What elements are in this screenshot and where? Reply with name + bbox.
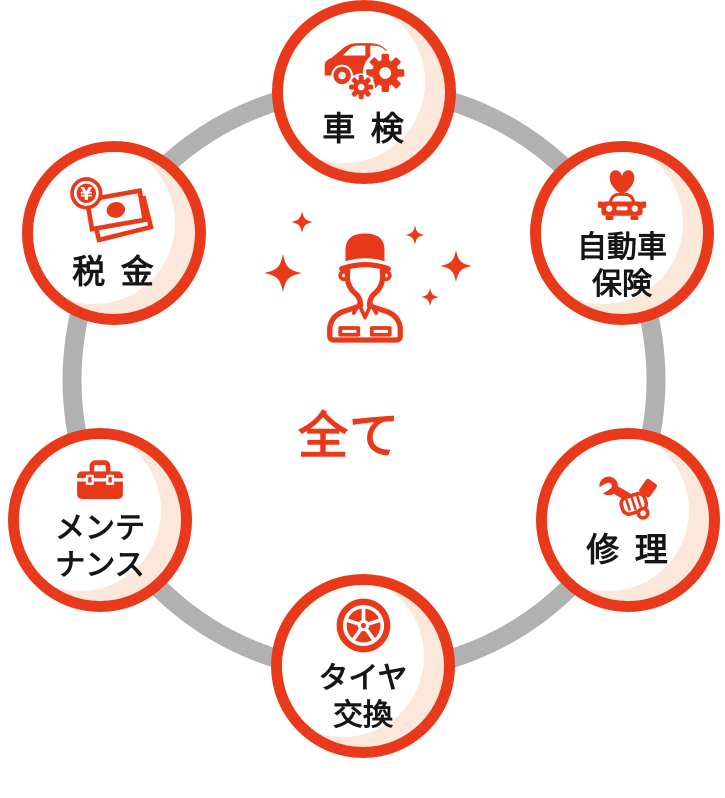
- node-label: タイヤ 交換: [318, 661, 408, 733]
- toolbox-icon: [77, 460, 123, 500]
- node-label: 税 金: [72, 252, 156, 292]
- car-gears-icon: [324, 43, 408, 102]
- wrench-hand-icon: [595, 477, 658, 521]
- node-maintenance: メンテ ナンス: [8, 428, 192, 612]
- mechanic-icon: [327, 233, 403, 343]
- node-label: 修 理: [586, 530, 670, 570]
- sparkle-icons: [264, 211, 472, 306]
- node-tax: ¥ 税 金: [22, 141, 206, 325]
- node-circle: 車 検: [283, 11, 445, 173]
- node-circle: ¥ 税 金: [33, 152, 195, 314]
- node-tire-change: タイヤ 交換: [271, 574, 455, 758]
- node-repair: 修 理: [536, 428, 720, 612]
- yen-symbol: ¥: [80, 185, 92, 205]
- money-coin-icon: ¥: [70, 177, 154, 244]
- node-label: 車 検: [322, 109, 406, 149]
- node-vehicle-inspection: 車 検: [272, 0, 456, 184]
- heart-car-icon: [597, 170, 647, 220]
- node-circle: 自動車 保険: [541, 152, 703, 314]
- node-circle: 修 理: [547, 439, 709, 601]
- node-circle: メンテ ナンス: [19, 439, 181, 601]
- center-label: 全て: [298, 407, 400, 465]
- node-auto-insurance: 自動車 保険: [530, 141, 714, 325]
- node-label: メンテ ナンス: [55, 511, 145, 583]
- node-circle: タイヤ 交換: [282, 585, 444, 747]
- crescent-highlight: [547, 439, 689, 591]
- tire-wheel-icon: [336, 599, 390, 653]
- node-label: 自動車 保険: [577, 229, 667, 302]
